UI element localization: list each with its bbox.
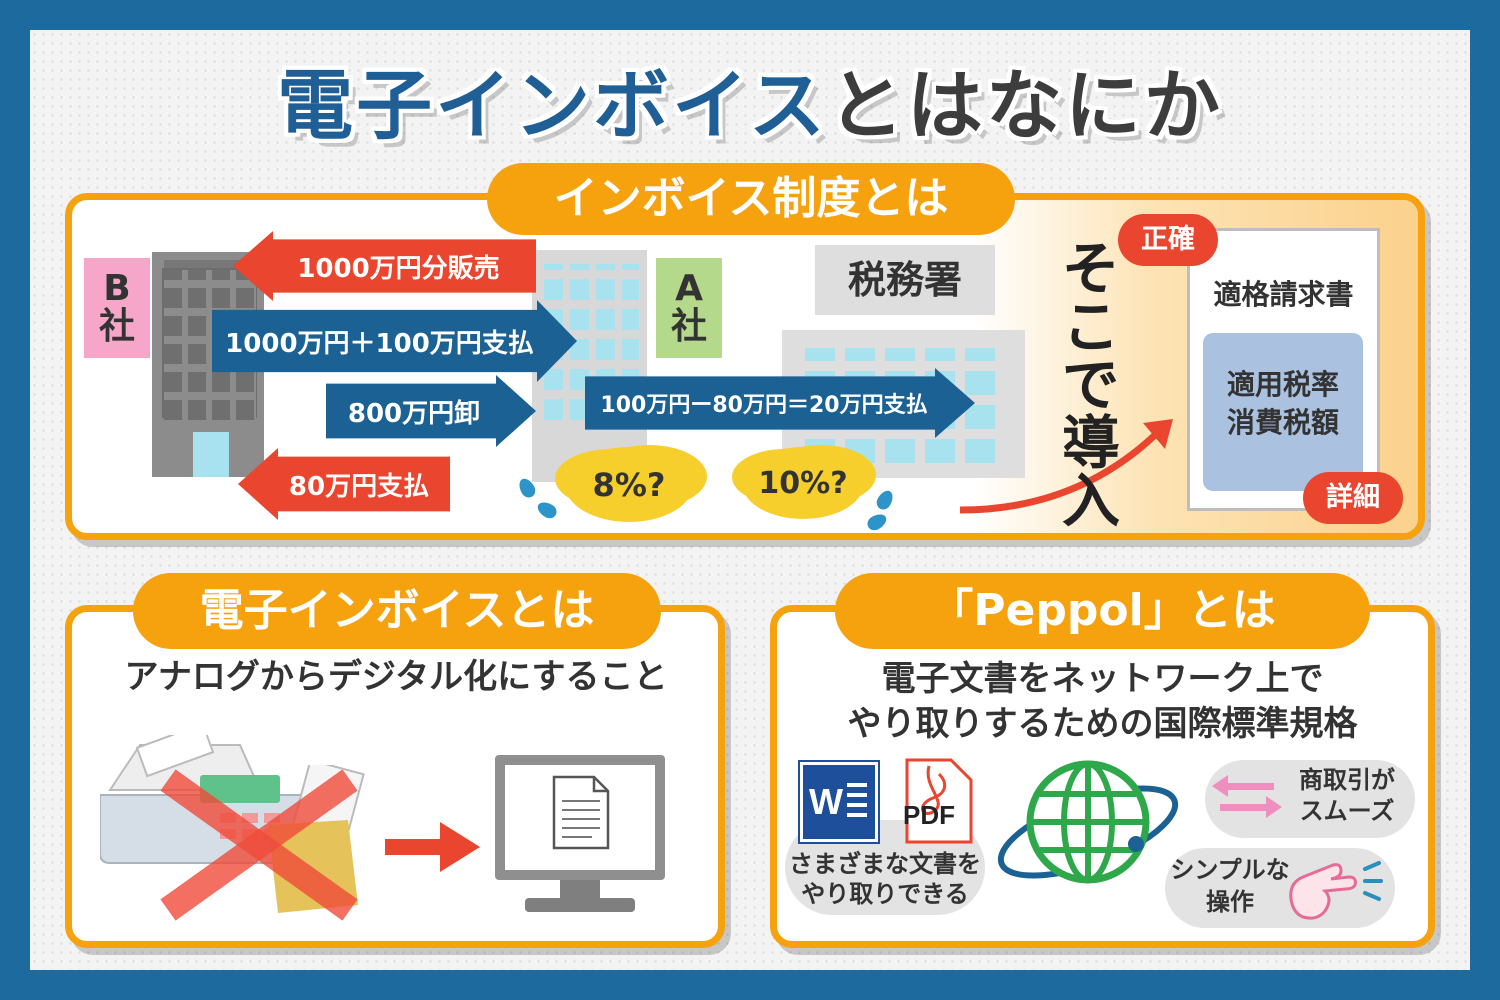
right-arrow-icon — [385, 822, 480, 872]
invoice-line-tax-amount: 消費税額 — [1226, 406, 1339, 439]
documents-text-line1: さまざまな文書を — [789, 850, 981, 878]
accurate-badge: 正確 — [1118, 214, 1218, 266]
document-icon — [552, 775, 610, 850]
introduce-text: そこで導入 — [1052, 238, 1120, 528]
payment-arrow-label: 1000万円＋100万円支払 — [225, 328, 534, 359]
e-invoice-subtitle: アナログからデジタル化にすること — [124, 657, 668, 697]
company-b-label: B 社 — [84, 258, 150, 358]
detailed-badge: 詳細 — [1303, 472, 1403, 524]
globe-icon — [997, 760, 1179, 884]
e-invoice-heading: 電子インボイスとは — [133, 573, 661, 649]
title-part-gray: とはなにか — [827, 61, 1223, 150]
tax-payment-arrow-label: 80万円支払 — [288, 471, 430, 502]
cloud-8-percent: 8%? — [565, 447, 693, 522]
company-b-char: 社 — [98, 306, 135, 347]
tax-office-sign — [815, 245, 995, 315]
tax-office-label: 税務署 — [847, 258, 962, 302]
title-part-blue: 電子インボイス — [277, 61, 828, 150]
invoice-system-heading: インボイス制度とは — [487, 163, 1015, 235]
pdf-document-icon — [905, 758, 973, 844]
company-b-window-grid — [164, 270, 256, 420]
smooth-text-line2: スムーズ — [1299, 797, 1395, 825]
wholesale-arrow: 800万円卸 — [326, 375, 536, 447]
sale-arrow-label: 1000万円分販売 — [297, 253, 500, 284]
invoice-title: 適格請求書 — [1213, 278, 1354, 311]
net-tax-arrow-label: 100万円ー80万円＝20万円支払 — [600, 393, 928, 418]
peppol-subtitle-line1: 電子文書をネットワーク上で — [881, 659, 1324, 699]
wholesale-arrow-label: 800万円卸 — [347, 398, 481, 429]
documents-text-line2: やり取りできる — [801, 880, 969, 908]
company-a-letter: A — [675, 268, 703, 310]
pdf-label: PDF — [903, 800, 955, 830]
company-a-label: A 社 — [656, 258, 722, 358]
payment-arrow: 1000万円＋100万円支払 — [212, 300, 577, 382]
cloud-8-label: 8%? — [592, 465, 666, 504]
smooth-trade-bubble — [1205, 760, 1415, 838]
cloud-10-label: 10%? — [758, 465, 848, 501]
exchange-arrows-icon — [1212, 775, 1282, 818]
invoice-detail-box — [1203, 333, 1363, 491]
net-tax-arrow: 100万円ー80万円＝20万円支払 — [585, 368, 975, 438]
invoice-line-tax-rate: 適用税率 — [1226, 368, 1339, 401]
company-b-door — [193, 432, 229, 477]
tax-payment-arrow: 80万円支払 — [238, 448, 450, 520]
simple-text-line1: シンプルな — [1170, 856, 1290, 884]
page-title: 電子インボイスとはなにか — [0, 44, 1500, 154]
word-document-letter: W — [809, 781, 843, 822]
word-document-icon: W — [800, 762, 878, 842]
introduce-curve-arrow-icon — [959, 419, 1173, 514]
sale-arrow: 1000万円分販売 — [233, 231, 536, 301]
company-b-letter: B — [103, 268, 131, 310]
peppol-subtitle-line2: やり取りするための国際標準規格 — [847, 704, 1358, 744]
peppol-heading: 「Peppol」とは — [835, 573, 1370, 649]
pointing-hand-icon — [1289, 861, 1383, 920]
simple-text-line2: 操作 — [1206, 888, 1254, 916]
cloud-10-percent: 10%? — [742, 447, 864, 519]
cross-mark-icon — [160, 769, 358, 921]
smooth-text-line1: 商取引が — [1299, 766, 1395, 794]
company-a-char: 社 — [670, 306, 707, 347]
simple-operation-bubble — [1165, 848, 1395, 928]
